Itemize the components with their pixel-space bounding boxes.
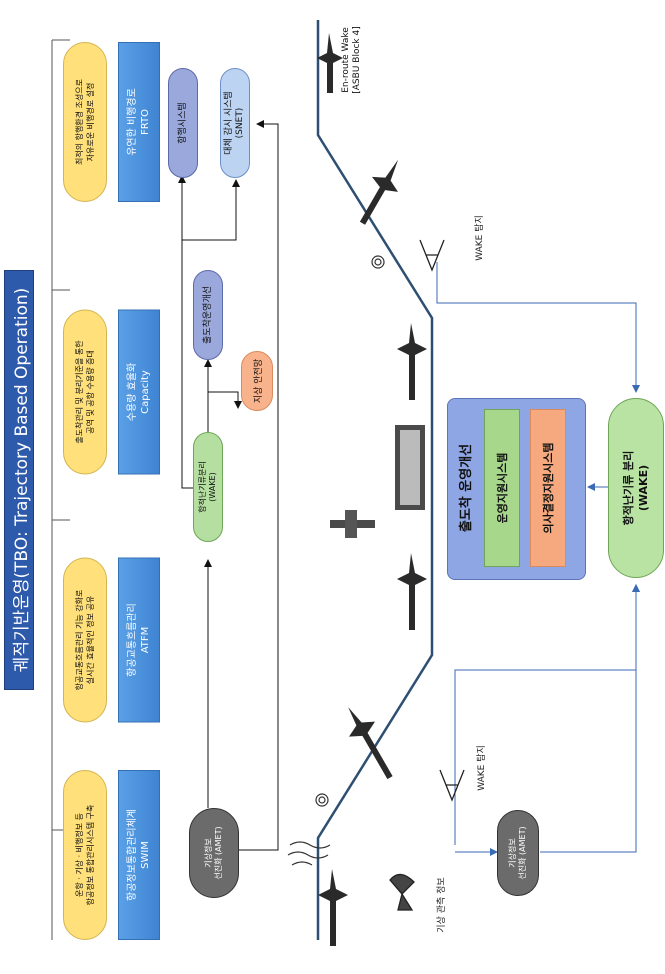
wake-detect-label-top: WAKE 탐지 — [474, 215, 485, 261]
snet-node: 대체 감시 시스템 (SNET) — [220, 68, 250, 178]
radio-tower-icon — [419, 239, 465, 802]
weather-obs-label: 기상 관측 정보 — [436, 877, 447, 933]
enroute-label: En-route Wake [ASBU Block 4] — [341, 26, 362, 94]
atfm-name: 항공교통흐름관리 ATFM — [118, 557, 160, 723]
arrow-wake-left-up — [178, 175, 196, 489]
safety-net-node: 지상 안전망 — [241, 351, 273, 411]
arrow-weather-obs — [454, 584, 640, 845]
airport-terminal-icon — [330, 425, 425, 538]
capacity-description: 출도착관리 및 분리기준을 통한 공역 및 공항 수용량 증대 — [63, 309, 107, 475]
satellite-dish-icon — [389, 873, 415, 911]
title-tree — [51, 39, 70, 940]
amet-node-bottom: 기상정보 선진화 (AMET) — [497, 810, 539, 896]
arrow-amet-bottom-to-wake — [540, 584, 640, 853]
nav-system-node: 항행시스템 — [168, 68, 198, 178]
arrow-wake-detect-top — [436, 262, 640, 393]
plane-icon — [317, 33, 427, 946]
decision-support-bar: 의사결정지원시스템 — [530, 409, 566, 567]
swim-name: 항공정보통합관리체계 SWIM — [118, 770, 160, 940]
capacity-name: 수용량 효율화 Capacity — [118, 309, 160, 475]
arrow-wake-to-safety — [208, 391, 242, 409]
atfm-description: 항공교통흐름관리 기능 강화로 실시간 효율적인 정보 공유 — [63, 557, 107, 723]
swim-description: 운항 · 기상 · 비행정보 등 항공정보 통합관리시스템 구축 — [63, 770, 107, 940]
arrow-to-snet — [182, 179, 240, 241]
wake-main-node: 항적난기류 분리 (WAKE) — [608, 398, 664, 578]
wake-node-top: 항적난기류분리 (WAKE) — [193, 432, 223, 542]
frto-name: 유연한 비행경로 FRTO — [118, 42, 160, 202]
profile-line — [316, 20, 434, 940]
amet-node-top: 기상정보 선진화 (AMET) — [189, 808, 239, 898]
wake-vortex-icon — [287, 255, 385, 866]
wake-detect-label-bottom: WAKE 탐지 — [476, 745, 487, 791]
arrdep-panel-title: 출도착 운영개선 — [458, 443, 474, 533]
page-title: 궤적기반운영(TBO: Trajectory Based Operation) — [4, 270, 34, 690]
ops-support-bar: 운영지원시스템 — [484, 409, 520, 567]
frto-description: 최적의 항행환경 조성으로 자유로운 비행경로 설정 — [63, 42, 107, 202]
arrow-amet-right — [238, 120, 279, 851]
arrdep-node: 출도착운영개선 — [193, 270, 223, 360]
